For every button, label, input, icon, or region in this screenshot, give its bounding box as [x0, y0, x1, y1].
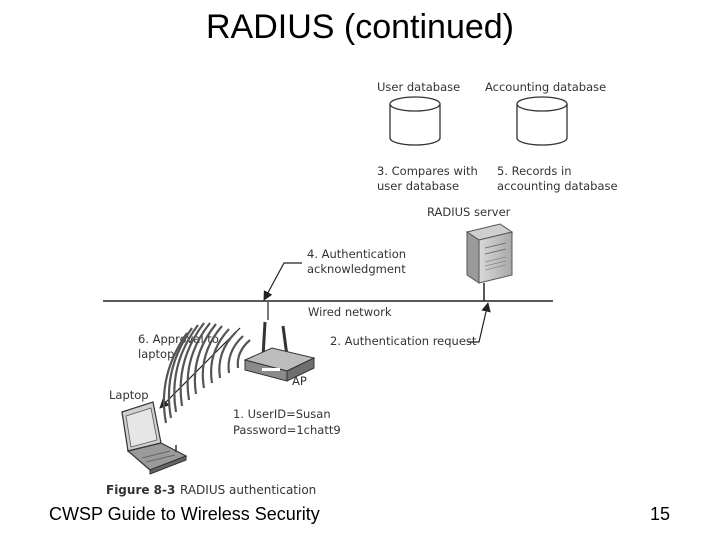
step2-arrow — [468, 302, 491, 343]
step1-label-line2: Password=1chatt9 — [233, 423, 341, 437]
accounting-database-label: Accounting database — [485, 80, 606, 94]
step5-label-line2: accounting database — [497, 179, 618, 193]
figure-caption: RADIUS authentication — [180, 483, 316, 497]
radius-server-label: RADIUS server — [427, 205, 511, 219]
step6-label-line1: 6. Approval to — [138, 332, 219, 346]
radius-server-icon — [465, 223, 514, 284]
step2-label: 2. Authentication request — [330, 334, 477, 348]
footer-course-title: CWSP Guide to Wireless Security — [49, 504, 320, 524]
step4-label-line2: acknowledgment — [307, 262, 406, 276]
step3-label-line1: 3. Compares with — [377, 164, 478, 178]
page-number: 15 — [650, 504, 671, 524]
figure-number: Figure 8-3 — [106, 483, 175, 497]
step1-label-line1: 1. UserID=Susan — [233, 407, 331, 421]
laptop-icon — [121, 401, 188, 475]
step5-label-line1: 5. Records in — [497, 164, 572, 178]
wired-network-label: Wired network — [308, 305, 392, 319]
step4-arrow — [263, 262, 302, 301]
user-database-icon — [389, 96, 441, 146]
ap-label: AP — [292, 374, 307, 388]
access-point-icon — [243, 321, 316, 382]
step6-label-line2: laptop — [138, 347, 174, 361]
user-database-label: User database — [377, 80, 460, 94]
step3-label-line2: user database — [377, 179, 459, 193]
slide-title: RADIUS (continued) — [205, 8, 514, 46]
laptop-label: Laptop — [109, 388, 149, 402]
step4-label-line1: 4. Authentication — [307, 247, 406, 261]
accounting-database-icon — [516, 96, 568, 146]
radio-waves — [162, 322, 251, 424]
